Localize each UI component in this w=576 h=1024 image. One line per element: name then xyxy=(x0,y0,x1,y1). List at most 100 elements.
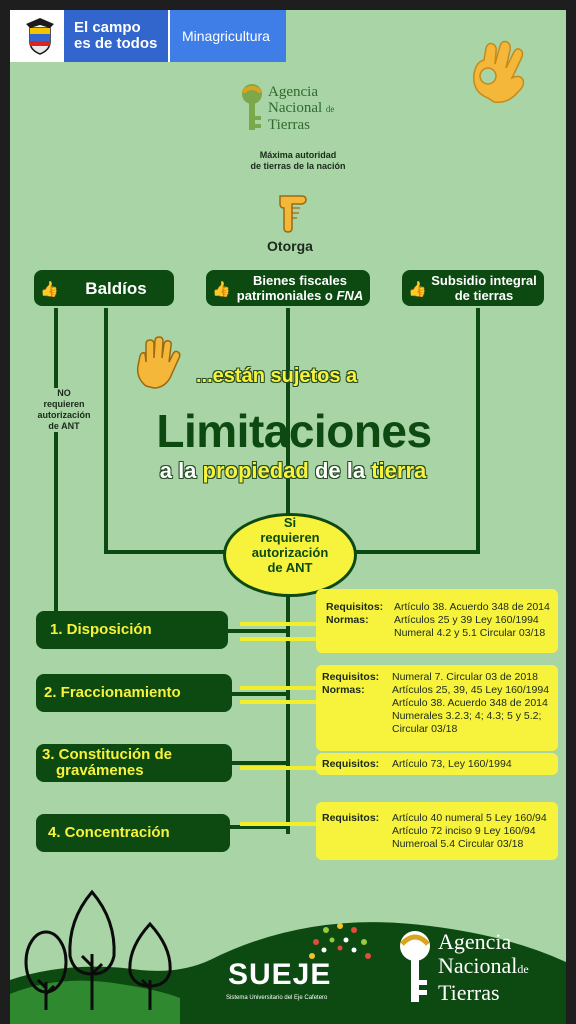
sueje-subtitle: Sistema Universitario del Eje Cafetero xyxy=(226,995,328,1001)
step-4-label: 4. Concentración xyxy=(48,824,170,841)
box-baldios: 👍 Baldíos xyxy=(34,270,174,306)
si-requieren-line-4: de ANT xyxy=(267,560,313,575)
detail-2-line-1: Numeral 7. Circular 03 de 2018 xyxy=(392,671,538,683)
sueje-logo-text: SUEJE xyxy=(228,958,332,991)
detail-4-req-key: Requisitos: xyxy=(322,812,380,824)
campo-de-todos-label: El campo es de todos xyxy=(64,10,168,62)
key-icon xyxy=(400,931,430,1002)
connector-step-3 xyxy=(232,761,288,765)
detail-1-line-1: Artículo 38. Acuerdo 348 de 2014 xyxy=(394,601,550,613)
box-baldios-label: Baldíos xyxy=(85,279,147,298)
infographic-canvas: El campo es de todos Minagricultura Agen… xyxy=(10,10,566,1024)
box-subsidio-label-1: Subsidio integral xyxy=(431,273,537,288)
connector-detail-4 xyxy=(240,822,320,826)
connector-bottom-left xyxy=(104,550,224,554)
box-subsidio-label-2: de tierras xyxy=(454,288,514,303)
connector-detail-1a xyxy=(240,622,316,626)
detail-4-line-2: Artículo 72 inciso 9 Ley 160/94 xyxy=(392,825,536,837)
step-3-label-1: 3. Constitución de xyxy=(42,746,173,763)
detail-3-line-1: Artículo 73, Ley 160/1994 xyxy=(392,758,512,770)
detail-2-line-2: Artículos 25, 39, 45 Ley 160/1994 xyxy=(392,684,550,696)
subtitle-word-2: propiedad xyxy=(202,458,309,483)
tagline-line-1: Máxima autoridad xyxy=(259,150,337,160)
ant-footer-line-2: Nacional xyxy=(438,953,518,978)
connector-subsidio xyxy=(476,308,480,554)
ok-hand-icon xyxy=(473,40,525,104)
detail-box-4: Requisitos: Artículo 40 numeral 5 Ley 16… xyxy=(316,802,558,860)
step-3-label-2: gravámenes xyxy=(56,762,144,779)
ant-footer-line-3: Tierras xyxy=(438,980,500,1005)
campo-line-2: es de todos xyxy=(74,35,158,52)
no-requieren-line-4: de ANT xyxy=(48,421,80,431)
ant-footer-line-1: Agencia xyxy=(438,929,512,954)
detail-box-2: Requisitos: Normas: Numeral 7. Circular … xyxy=(316,665,558,751)
ant-logo-line-1: Agencia xyxy=(268,84,318,100)
tree-icon xyxy=(24,889,172,1010)
ant-key-logo-icon xyxy=(241,84,263,130)
ant-logo-line-2: Nacional xyxy=(268,100,323,116)
ant-logo-text: Agencia Nacional de Tierras xyxy=(268,84,334,133)
step-2-label: 2. Fraccionamiento xyxy=(44,684,181,701)
si-requieren-oval xyxy=(223,513,357,597)
box-bienes-label-2: patrimoniales o FNA xyxy=(236,288,364,303)
detail-box-3: Requisitos: Artículo 73, Ley 160/1994 xyxy=(316,753,558,775)
ant-logo-line-3: Tierras xyxy=(268,117,310,133)
detail-box-1: Requisitos: Normas: Artículo 38. Acuerdo… xyxy=(316,589,558,653)
detail-2-norm-key: Normas: xyxy=(322,684,365,696)
raised-hand-icon xyxy=(136,336,181,389)
step-1-label: 1. Disposición xyxy=(50,621,152,638)
detail-1-line-3: Numeral 4.2 y 5.1 Circular 03/18 xyxy=(394,627,546,639)
si-requieren-line-3: autorización xyxy=(251,545,329,560)
ant-logo-line-2-small: de xyxy=(325,104,335,114)
connector-bienes xyxy=(286,308,290,516)
detail-2-line-4: Numerales 3.2.3; 4; 4.3; 5 y 5.2; xyxy=(392,710,542,722)
connector-detail-2a xyxy=(240,686,320,690)
detail-3-req-key: Requisitos: xyxy=(322,758,380,770)
ministry-label: Minagricultura xyxy=(170,10,286,62)
colombia-crest-icon xyxy=(26,18,54,55)
pointing-down-icon xyxy=(279,195,307,233)
si-requieren-line-1: Si xyxy=(283,515,297,530)
subtitle-word-1: a la xyxy=(159,458,203,483)
limitaciones-subtitle: a la propiedad de la tierra xyxy=(128,458,458,484)
thumbs-up-icon: 👍 xyxy=(408,281,427,298)
subtitle-word-3: de la xyxy=(308,458,372,483)
no-requieren-line-2: requieren xyxy=(43,399,85,409)
ant-footer-logo-text: Agencia Nacionalde Tierras xyxy=(438,930,529,1005)
box-subsidio-integral: 👍 Subsidio integral de tierras xyxy=(402,270,544,306)
connector-baldios-right xyxy=(104,308,108,554)
step-4-concentracion: 4. Concentración xyxy=(36,814,230,852)
subtitle-word-4: tierra xyxy=(371,458,427,483)
government-header-bar: El campo es de todos Minagricultura xyxy=(10,10,286,62)
sueje-flower-logo-icon xyxy=(309,923,371,959)
step-1-disposicion: 1. Disposición xyxy=(36,611,228,649)
otorga-label: Otorga xyxy=(267,238,313,254)
connector-step-1 xyxy=(228,629,288,633)
si-requieren-label: Si requieren autorización de ANT xyxy=(223,515,357,575)
detail-1-req-key: Requisitos: xyxy=(326,601,384,613)
ant-tagline: Máxima autoridad de tierras de la nación xyxy=(198,150,398,172)
connector-step-2 xyxy=(232,692,288,696)
connector-baldios-left xyxy=(54,308,58,618)
detail-4-line-3: Numeroal 5.4 Circular 03/18 xyxy=(392,838,524,850)
connector-trunk xyxy=(286,594,290,834)
detail-4-line-1: Artículo 40 numeral 5 Ley 160/94 xyxy=(392,812,547,824)
connector-detail-1b xyxy=(240,637,316,641)
detail-2-line-3: Artículo 38. Acuerdo 348 de 2014 xyxy=(392,697,548,709)
step-2-fraccionamiento: 2. Fraccionamiento xyxy=(36,674,232,712)
connector-detail-2b xyxy=(240,700,320,704)
ant-footer-line-2-small: de xyxy=(517,962,529,976)
thumbs-up-icon: 👍 xyxy=(40,281,59,298)
box-bienes-label-1: Bienes fiscales xyxy=(253,273,347,288)
sujetos-label: ...están sujetos a xyxy=(196,365,358,387)
connector-detail-3 xyxy=(240,766,320,770)
connector-bottom-right xyxy=(356,550,480,554)
detail-2-req-key: Requisitos: xyxy=(322,671,380,683)
detail-2-line-5: Circular 03/18 xyxy=(392,723,458,735)
step-3-constitucion-gravamenes: 3. Constitución de gravámenes xyxy=(36,744,232,782)
thumbs-up-icon: 👍 xyxy=(212,281,231,298)
no-requieren-line-3: autorización xyxy=(37,410,91,420)
tagline-line-2: de tierras de la nación xyxy=(250,161,346,171)
limitaciones-title: Limitaciones xyxy=(156,405,432,457)
